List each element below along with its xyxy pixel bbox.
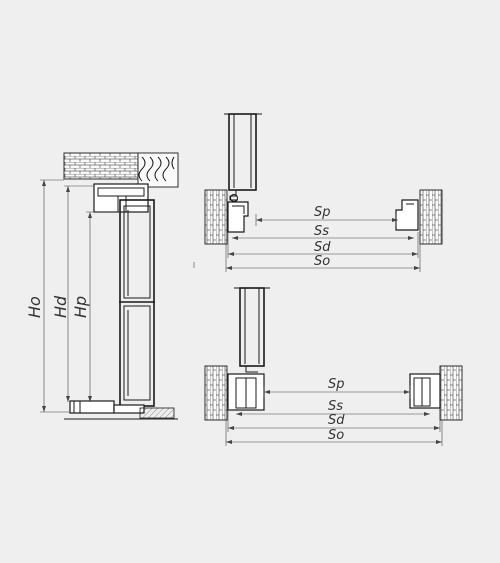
door-leaf [119,199,155,407]
label-so-bottom: So [328,428,344,443]
label-hd: Hd [51,295,70,318]
left-wall-bottom [204,365,228,421]
label-sp-bottom: Sp [328,377,345,392]
dims-bottom [225,386,443,446]
dim-ho [40,179,70,413]
vertical-section: Ho Hd Hp [25,152,179,420]
label-hp: Hp [71,296,90,318]
plan-view-bottom: Sp Ss Sd So [204,287,463,446]
frame-left-bottom [227,373,265,411]
leaf-bottom [234,287,270,373]
frame-right-top [395,199,419,231]
dims-top [193,214,421,272]
plan-view-top: Sp Ss Sd So [193,113,443,272]
label-ss-bottom: Ss [328,399,343,414]
floor-track [64,400,178,420]
label-so-top: So [314,254,330,269]
right-wall-top [419,189,443,245]
label-sd-top: Sd [314,240,331,255]
brick-lintel [63,152,139,180]
frame-left-top [227,201,249,233]
label-sp-top: Sp [314,205,331,220]
left-wall-top [204,189,228,245]
label-sd-bottom: Sd [328,413,345,428]
label-ho: Ho [25,296,44,318]
label-ss-top: Ss [314,224,329,239]
leaf-top [224,113,262,202]
right-wall-bottom [439,365,463,421]
top-track [93,183,149,213]
dim-hp [86,211,120,402]
dim-hd [64,185,94,402]
frame-right-bottom [409,373,441,409]
insulation-block [137,152,179,188]
